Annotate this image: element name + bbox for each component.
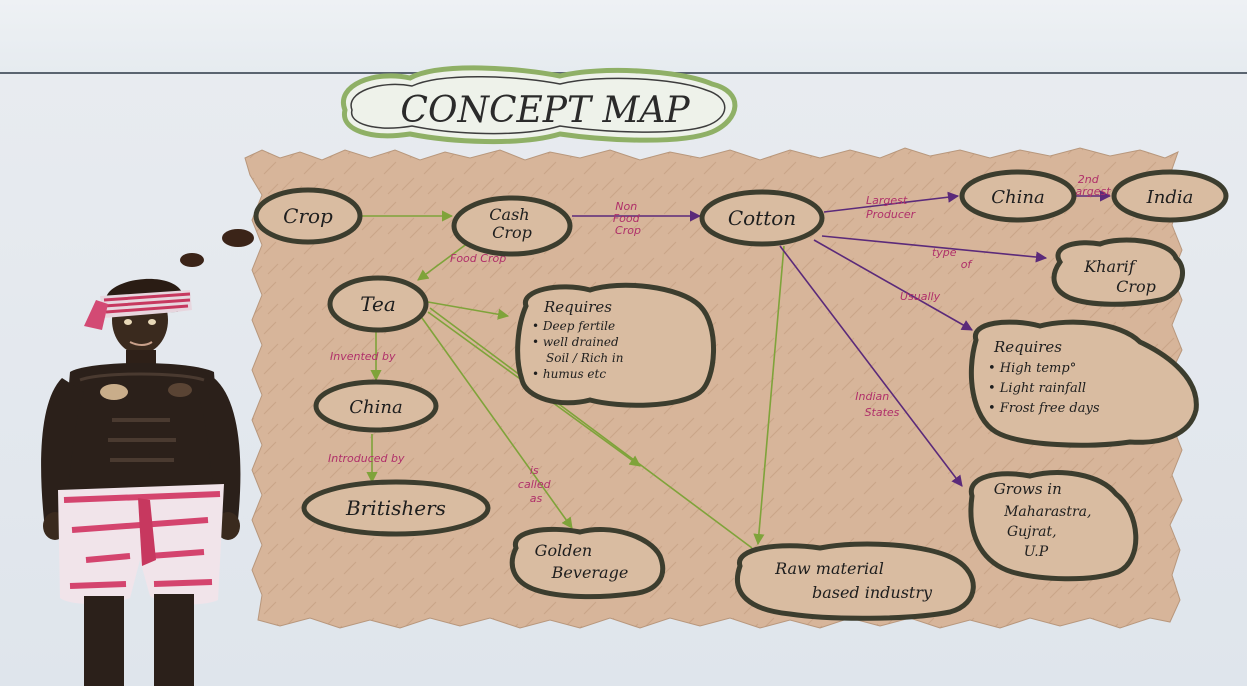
node-britishers: Britishers <box>301 479 491 537</box>
edge-cotton-kharif <box>821 235 1048 263</box>
node-cotton: Cotton <box>699 189 825 247</box>
node-china-tea: China <box>313 379 439 433</box>
node-china-top-label: China <box>991 187 1044 208</box>
node-india: India <box>1111 169 1229 223</box>
edge-cashcrop-tea <box>417 239 473 281</box>
node-cotton-label: Cotton <box>728 206 796 230</box>
title-cloud <box>340 65 738 145</box>
node-china-top: China <box>959 169 1077 223</box>
node-grows-in-label: Grows in Maharastra, Gujrat, U.P <box>994 480 1096 560</box>
node-raw-material: Raw material based industry <box>735 541 976 621</box>
edges-purple <box>572 190 1112 487</box>
label-second-largest: 2nd Largest <box>1069 173 1111 198</box>
edge-cotton-china <box>823 191 960 213</box>
node-tea: Tea <box>327 275 429 333</box>
label-indian-states: Indian States <box>855 390 899 419</box>
edge-labels: Non Food Crop Food Crop Largest Producer… <box>328 173 1111 505</box>
node-golden-beverage-label: Golden Beverage <box>535 541 629 582</box>
label-type-of: type of <box>932 246 973 271</box>
thought-bubbles <box>180 229 254 267</box>
node-kharif-label: Kharif Crop <box>1083 257 1156 296</box>
node-golden-beverage: Golden Beverage <box>509 526 666 600</box>
node-china-tea-label: China <box>349 397 402 418</box>
map-title: CONCEPT MAP <box>400 90 690 131</box>
node-tea-requires: Requires • Deep fertile • well drained S… <box>515 282 717 408</box>
edge-tea-requires <box>427 301 510 320</box>
label-non-food-crop: Non Food Crop <box>613 200 643 237</box>
edge-tea-rawmaterial <box>429 307 753 549</box>
label-largest-producer: Largest Producer <box>866 194 917 221</box>
edge-tea-golden <box>421 317 573 529</box>
node-crop-label: Crop <box>283 204 333 228</box>
label-invented-by: Invented by <box>330 350 396 363</box>
label-usually: Usually <box>900 290 941 303</box>
label-is-called-as: is called as <box>518 464 554 505</box>
edges-green <box>362 210 785 549</box>
node-crop: Crop <box>253 187 363 245</box>
node-cash-crop: Cash Crop <box>451 195 573 257</box>
edge-cotton-requires <box>813 239 973 331</box>
node-kharif: Kharif Crop <box>1051 237 1186 307</box>
label-food-crop: Food Crop <box>450 252 506 265</box>
edge-cotton-rawmaterial <box>753 245 785 546</box>
label-introduced-by: Introduced by <box>328 452 405 465</box>
node-grows-in: Grows in Maharastra, Gujrat, U.P <box>968 470 1139 582</box>
node-india-label: India <box>1146 187 1194 208</box>
node-cotton-requires-label: Requires • High temp° • Light rainfall •… <box>988 338 1100 416</box>
edge-cotton-grows <box>779 245 963 487</box>
node-britishers-label: Britishers <box>345 496 446 520</box>
node-raw-material-label: Raw material based industry <box>774 559 933 602</box>
node-tea-requires-label: Requires • Deep fertile • well drained S… <box>532 298 627 381</box>
node-cash-crop-label: Cash Crop <box>489 205 534 242</box>
farmer-figure <box>41 278 241 686</box>
node-cotton-requires: Requires • High temp° • Light rainfall •… <box>968 319 1199 448</box>
node-tea-label: Tea <box>360 292 396 316</box>
